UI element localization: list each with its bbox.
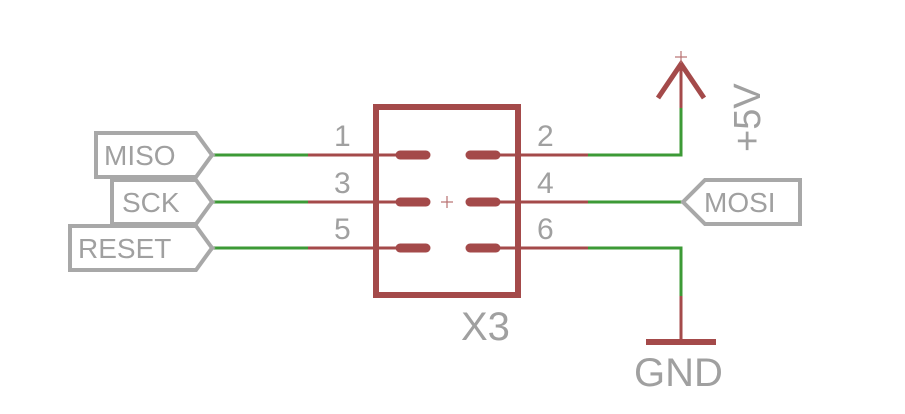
pin-number-2: 2: [537, 120, 554, 153]
net-label-sck: SCK: [122, 187, 180, 218]
ground-label: GND: [634, 351, 723, 395]
net-flag-miso[interactable]: [94, 131, 215, 179]
vcc-label: +5V: [727, 83, 769, 152]
net-flag-reset[interactable]: [68, 224, 215, 272]
pin-number-3: 3: [334, 167, 351, 200]
wire-5v[interactable]: [588, 108, 683, 157]
flag-tip-sck: [207, 196, 216, 208]
pin-number-6: 6: [537, 213, 554, 246]
ground-symbol[interactable]: [646, 296, 716, 345]
wire-gnd[interactable]: [588, 246, 683, 296]
net-flag-sck[interactable]: [110, 178, 215, 226]
vcc-symbol[interactable]: [655, 51, 707, 108]
flag-tip-reset: [207, 242, 216, 254]
net-flag-mosi[interactable]: [680, 178, 802, 226]
component-name: X3: [461, 305, 510, 349]
pin-number-1: 1: [334, 120, 351, 153]
net-label-reset: RESET: [78, 233, 171, 264]
origin-marker: [441, 196, 453, 208]
pin-number-4: 4: [537, 167, 554, 200]
pin-number-5: 5: [334, 213, 351, 246]
net-label-miso: MISO: [104, 140, 176, 171]
flag-tip-miso: [207, 149, 216, 161]
net-label-mosi: MOSI: [704, 187, 776, 218]
